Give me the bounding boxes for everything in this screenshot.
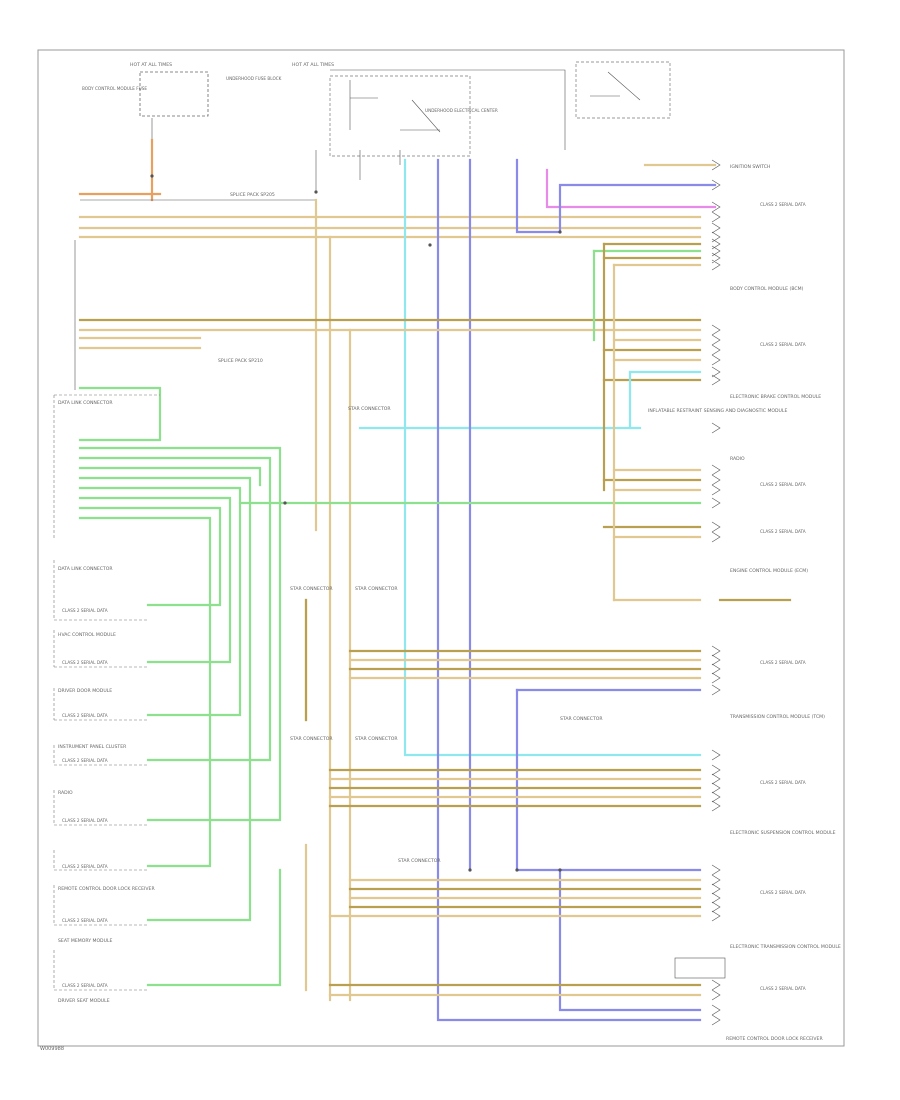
left-module-radio: RADIO <box>58 790 73 796</box>
left-module-rcdlr: REMOTE CONTROL DOOR LOCK RECEIVER <box>58 886 155 892</box>
star-connector-7: STAR CONNECTOR <box>398 858 441 864</box>
fuse-label-left: BODY CONTROL MODULE FUSE <box>82 86 147 91</box>
pin-label-6: CLASS 2 SERIAL DATA <box>760 780 806 785</box>
module-ebcm: ELECTRONIC BRAKE CONTROL MODULE <box>730 394 821 400</box>
pin-label-5: CLASS 2 SERIAL DATA <box>760 660 806 665</box>
pin-label-9: CLASS 2 SERIAL DATA <box>62 608 108 613</box>
dlc-label: DATA LINK CONNECTOR <box>58 400 113 406</box>
left-module-driver-seat: DRIVER SEAT MODULE <box>58 998 110 1004</box>
splice-dot-6 <box>468 868 472 872</box>
left-module-ipc: INSTRUMENT PANEL CLUSTER <box>58 744 127 750</box>
fuse-box-left <box>139 71 209 117</box>
pin-label-13: CLASS 2 SERIAL DATA <box>62 818 108 823</box>
pin-label-4: CLASS 2 SERIAL DATA <box>760 529 806 534</box>
fuse-box-center <box>329 75 471 157</box>
ignition-switch-box <box>575 61 671 119</box>
left-module-driver-door: DRIVER DOOR MODULE <box>58 688 112 694</box>
top-power-section: HOT AT ALL TIMES HOT AT ALL TIMES BODY C… <box>82 61 671 202</box>
module-radio-right: RADIO <box>730 456 745 462</box>
module-tcm: TRANSMISSION CONTROL MODULE (TCM) <box>729 714 825 720</box>
module-rcdlr-right: REMOTE CONTROL DOOR LOCK RECEIVER <box>726 1036 823 1042</box>
splice-dot-3 <box>428 243 432 247</box>
pin-label-7: CLASS 2 SERIAL DATA <box>760 890 806 895</box>
module-suspension: ELECTRONIC SUSPENSION CONTROL MODULE <box>730 830 836 836</box>
footer-code: W009988 <box>40 1046 64 1052</box>
star-connector-1: STAR CONNECTOR <box>348 406 391 412</box>
left-module-dlc: DATA LINK CONNECTOR <box>58 566 113 572</box>
pin-label-11: CLASS 2 SERIAL DATA <box>62 713 108 718</box>
power-label-2: HOT AT ALL TIMES <box>292 62 334 68</box>
pin-label-3: CLASS 2 SERIAL DATA <box>760 482 806 487</box>
right-connector-ticks <box>674 159 726 1026</box>
pin-labels: CLASS 2 SERIAL DATA CLASS 2 SERIAL DATA … <box>62 202 806 991</box>
star-connector-6: STAR CONNECTOR <box>560 716 603 722</box>
star-connector-5: STAR CONNECTOR <box>355 736 398 742</box>
star-connector-3: STAR CONNECTOR <box>355 586 398 592</box>
star-connector-2: STAR CONNECTOR <box>290 586 333 592</box>
pin-label-14: CLASS 2 SERIAL DATA <box>62 864 108 869</box>
splice-a-label: SPLICE PACK SP205 <box>230 192 275 198</box>
splice-dot-7 <box>515 868 519 872</box>
fuse-label-center: UNDERHOOD ELECTRICAL CENTER <box>425 108 498 113</box>
power-label-1: HOT AT ALL TIMES <box>130 62 172 68</box>
module-ignition-switch: IGNITION SWITCH <box>730 164 770 170</box>
splice-dot-5 <box>283 501 287 505</box>
harness-wires <box>74 158 792 1022</box>
left-module-labels: DATA LINK CONNECTOR HVAC CONTROL MODULE … <box>58 566 155 1004</box>
pin-label-2: CLASS 2 SERIAL DATA <box>760 342 806 347</box>
pin-label-12: CLASS 2 SERIAL DATA <box>62 758 108 763</box>
splice-dot-8 <box>558 868 562 872</box>
fuse-label-fuse-block: UNDERHOOD FUSE BLOCK <box>226 76 282 81</box>
left-module-hvac: HVAC CONTROL MODULE <box>58 632 116 638</box>
module-ecm: ENGINE CONTROL MODULE (ECM) <box>730 568 808 574</box>
module-bcm: BODY CONTROL MODULE (BCM) <box>730 286 804 292</box>
connector-labels: DATA LINK CONNECTOR SPLICE PACK SP205 SP… <box>58 192 603 864</box>
left-module-seat-memory: SEAT MEMORY MODULE <box>58 938 113 944</box>
pin-label-15: CLASS 2 SERIAL DATA <box>62 918 108 923</box>
diagram-frame <box>37 49 845 1047</box>
module-etcm: ELECTRONIC TRANSMISSION CONTROL MODULE <box>730 944 841 950</box>
pin-label-8: CLASS 2 SERIAL DATA <box>760 986 806 991</box>
star-connector-4: STAR CONNECTOR <box>290 736 333 742</box>
module-airbag: INFLATABLE RESTRAINT SENSING AND DIAGNOS… <box>648 408 787 414</box>
left-module-boxes <box>53 394 160 991</box>
splice-dot-1 <box>150 174 154 178</box>
pin-label-16: CLASS 2 SERIAL DATA <box>62 983 108 988</box>
pin-label-1: CLASS 2 SERIAL DATA <box>760 202 806 207</box>
pin-label-10: CLASS 2 SERIAL DATA <box>62 660 108 665</box>
splice-dot-2 <box>314 190 318 194</box>
splice-dot-4 <box>558 230 562 234</box>
splice-b-label: SPLICE PACK SP210 <box>218 358 263 364</box>
right-module-labels: IGNITION SWITCH BODY CONTROL MODULE (BCM… <box>648 164 841 1042</box>
